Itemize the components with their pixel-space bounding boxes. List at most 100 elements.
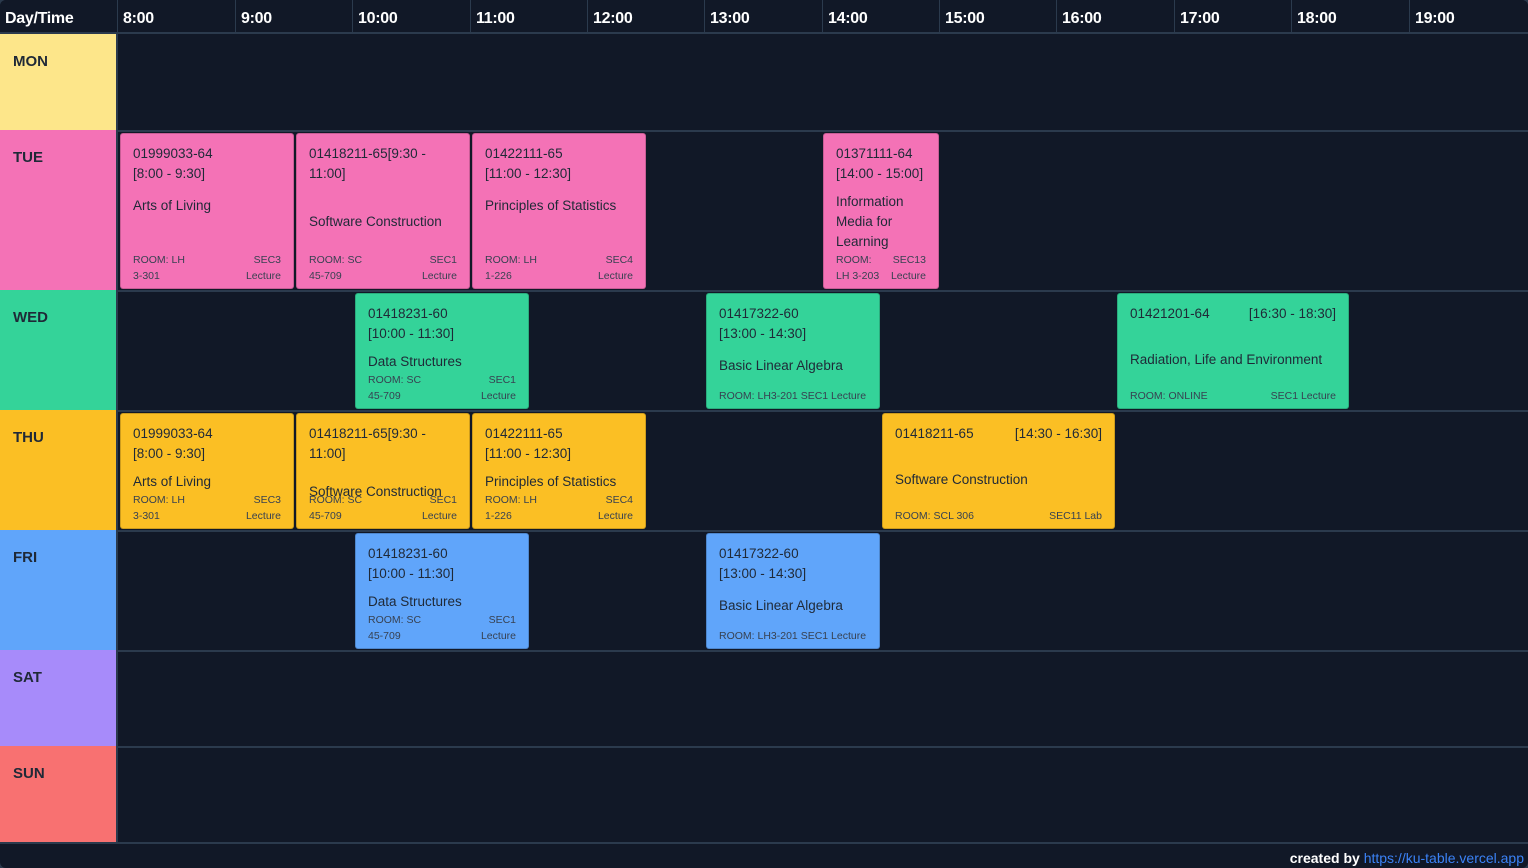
course-section: SEC11 Lab	[1049, 510, 1102, 522]
course-room-number: 45-709	[368, 390, 401, 402]
day-label-text: FRI	[13, 549, 38, 566]
course-room: ROOM: SC	[368, 614, 422, 626]
course-room-number: 45-709	[309, 270, 342, 282]
course-card[interactable]: 01418211-65[9:30 - 11:00] Software Const…	[296, 413, 470, 529]
course-time: [14:30 - 16:30]	[1014, 426, 1102, 441]
header-corner-label: Day/Time	[5, 10, 74, 27]
course-card[interactable]: 01999033-64 [8:00 - 9:30] Arts of Living…	[120, 133, 294, 289]
course-card[interactable]: 01371111-64 [14:00 - 15:00] Information …	[823, 133, 939, 289]
time-label: 16:00	[1062, 10, 1102, 27]
course-name: Radiation, Life and Environment	[1130, 352, 1323, 367]
time-header: 17:00	[1175, 0, 1293, 34]
course-card[interactable]: 01418211-65[9:30 - 11:00] Software Const…	[296, 133, 470, 289]
course-room: ROOM: LH	[485, 494, 537, 506]
course-card[interactable]: 01417322-60 [13:00 - 14:30] Basic Linear…	[706, 533, 880, 649]
time-header: 19:00	[1410, 0, 1528, 34]
course-header: 01418211-65 [14:30 - 16:30]	[895, 424, 1102, 444]
course-room-number: 3-301	[133, 270, 160, 282]
time-label: 14:00	[828, 10, 868, 27]
course-code: 01418211-65	[895, 426, 974, 441]
course-type: Lecture	[890, 270, 926, 282]
spacer	[719, 344, 867, 356]
course-card[interactable]: 01421201-64 [16:30 - 18:30] Radiation, L…	[1117, 293, 1349, 409]
spacer	[309, 464, 457, 482]
day-label-sun: SUN	[0, 746, 118, 842]
course-room-number: 45-709	[368, 630, 401, 642]
time-header: 15:00	[940, 0, 1058, 34]
spacer	[485, 464, 633, 472]
spacer	[368, 584, 516, 592]
course-type: Lecture	[245, 270, 281, 282]
day-label-fri: FRI	[0, 530, 118, 650]
time-label: 9:00	[241, 10, 272, 27]
spacer	[133, 184, 281, 196]
course-code: 01418211-65[9:30 - 11:00]	[309, 426, 426, 461]
course-room: ROOM: ONLINE	[1130, 390, 1208, 402]
credit-prefix: created by	[1289, 850, 1360, 866]
course-name: Learning	[836, 234, 889, 249]
course-type: Lecture	[480, 630, 516, 642]
spacer	[836, 184, 926, 192]
day-row-wed: WED	[0, 290, 1528, 412]
course-type: Lecture	[421, 270, 457, 282]
course-room: ROOM: SC	[309, 494, 363, 506]
spacer	[368, 344, 516, 352]
course-card[interactable]: 01418231-60 [10:00 - 11:30] Data Structu…	[355, 533, 529, 649]
course-section: SEC1	[488, 374, 516, 386]
course-room: ROOM: LH	[485, 254, 537, 266]
time-header: 18:00	[1292, 0, 1411, 34]
spacer	[895, 444, 1102, 470]
day-label-text: MON	[13, 53, 48, 70]
course-card[interactable]: 01417322-60 [13:00 - 14:30] Basic Linear…	[706, 293, 880, 409]
time-header: 16:00	[1057, 0, 1176, 34]
spacer	[309, 184, 457, 212]
course-footer: ROOM: SCL 306 SEC11 Lab	[895, 508, 1102, 524]
day-label-sat: SAT	[0, 650, 118, 746]
course-name: Principles of Statistics	[485, 474, 617, 489]
course-code: 01371111-64	[836, 146, 913, 161]
time-label: 17:00	[1180, 10, 1220, 27]
course-type: Lecture	[245, 510, 281, 522]
time-label: 19:00	[1415, 10, 1455, 27]
credit-link[interactable]: https://ku-table.vercel.app	[1363, 850, 1524, 866]
time-header: 12:00	[588, 0, 706, 34]
day-label-mon: MON	[0, 34, 118, 130]
course-room-number: 1-226	[485, 510, 512, 522]
course-card[interactable]: 01418211-65 [14:30 - 16:30] Software Con…	[882, 413, 1115, 529]
course-name: Arts of Living	[133, 474, 212, 489]
course-name: Basic Linear Algebra	[719, 358, 843, 373]
course-time: [8:00 - 9:30]	[133, 166, 206, 181]
time-header: 8:00	[118, 0, 237, 34]
course-card[interactable]: 01999033-64 [8:00 - 9:30] Arts of Living…	[120, 413, 294, 529]
day-row-fri: FRI	[0, 530, 1528, 652]
course-code: 01999033-64	[133, 426, 213, 441]
course-code: 01422111-65	[485, 426, 563, 441]
course-card[interactable]: 01422111-65 [11:00 - 12:30] Principles o…	[472, 133, 646, 289]
spacer	[485, 184, 633, 196]
day-label-text: SAT	[13, 669, 42, 686]
day-label-text: WED	[13, 309, 48, 326]
course-code: 01999033-64	[133, 146, 213, 161]
course-name: Data Structures	[368, 594, 462, 609]
day-row-thu: THU	[0, 410, 1528, 532]
course-section: SEC3	[253, 254, 281, 266]
course-time: [11:00 - 12:30]	[485, 166, 572, 181]
day-label-text: TUE	[13, 149, 43, 166]
course-type: Lecture	[597, 510, 633, 522]
course-footer: ROOM: ONLINE SEC1 Lecture	[1130, 388, 1336, 404]
time-label: 13:00	[710, 10, 750, 27]
day-row-sun: SUN	[0, 746, 1528, 844]
time-header: 9:00	[236, 0, 354, 34]
course-time: [16:30 - 18:30]	[1248, 306, 1336, 321]
course-card[interactable]: 01418231-60 [10:00 - 11:30] Data Structu…	[355, 293, 529, 409]
header-corner: Day/Time	[0, 0, 119, 34]
course-code: 01417322-60	[719, 306, 799, 321]
course-card[interactable]: 01422111-65 [11:00 - 12:30] Principles o…	[472, 413, 646, 529]
